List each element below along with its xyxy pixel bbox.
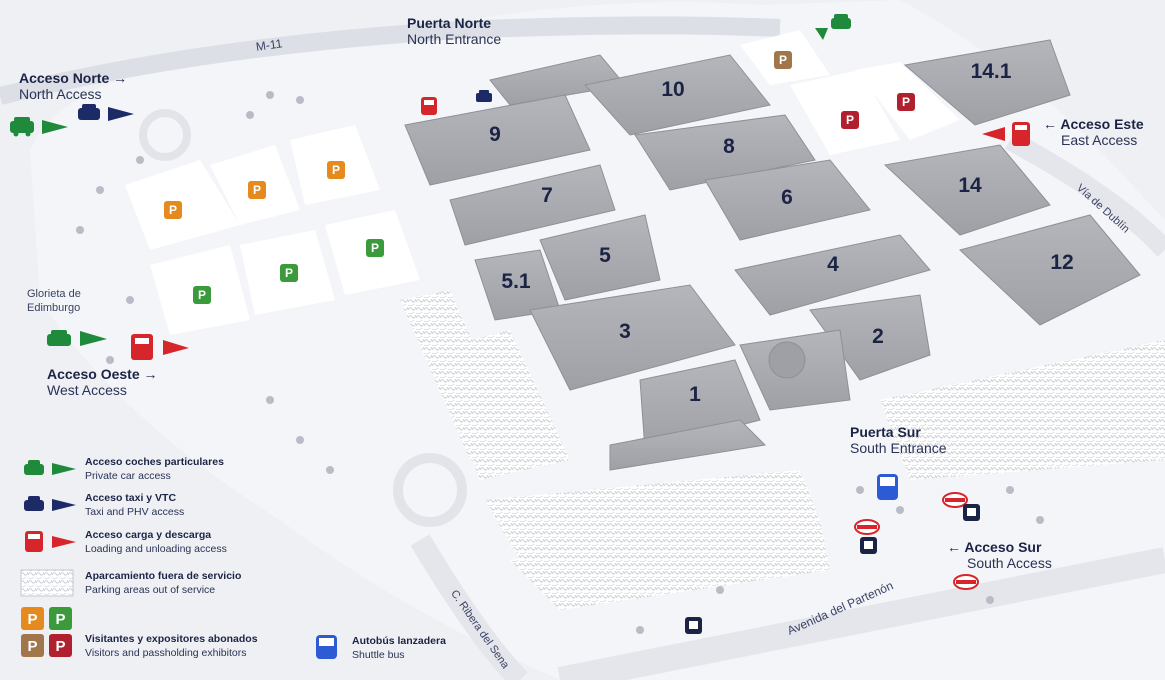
parking-sign-orange: P xyxy=(327,161,345,179)
arrow-right-icon: → xyxy=(143,366,158,382)
arrow-left-icon: ← xyxy=(1043,116,1057,132)
metro-icon xyxy=(953,574,979,590)
metro-icon xyxy=(942,492,968,508)
parking-sign-green: P xyxy=(280,264,298,282)
south-entrance-label: Puerta Sur South Entrance xyxy=(850,424,947,457)
south-access-label: ← Acceso Sur South Access xyxy=(947,539,1052,572)
hall-3-label: 3 xyxy=(619,320,631,343)
parking-sign-brown: P xyxy=(774,51,792,69)
parking-sign-red: P xyxy=(841,111,859,129)
road-parthenon xyxy=(557,547,1165,680)
buildings xyxy=(404,39,1141,471)
flag-red-icon xyxy=(163,340,189,355)
north-entrance-label: Puerta Norte North Entrance xyxy=(407,15,502,48)
rotunda xyxy=(768,341,806,379)
hall-9-label: 9 xyxy=(489,123,501,146)
taxi-icon xyxy=(24,496,76,511)
parking-sign-green: P xyxy=(193,286,211,304)
hatch-swatch-icon xyxy=(20,569,74,597)
hall-5-label: 5 xyxy=(599,244,611,267)
flag-green-icon xyxy=(815,28,828,40)
flag-navy-icon xyxy=(108,107,134,121)
metro-icon xyxy=(854,519,880,535)
taxi-icon xyxy=(476,90,492,102)
flag-green-icon xyxy=(80,331,107,346)
hall-2-label: 2 xyxy=(872,325,884,348)
car-icon xyxy=(831,14,851,29)
hall-6-label: 6 xyxy=(781,186,793,209)
hall-1-label: 1 xyxy=(689,383,701,406)
legend-pass-parking: P P P P Visitantes y expositores abonado… xyxy=(20,606,280,659)
bus-icon xyxy=(316,635,337,659)
east-access-label: ← Acceso Este East Access xyxy=(1043,116,1144,149)
flag-red-icon xyxy=(982,127,1005,141)
out-of-service-areas xyxy=(400,290,1165,610)
truck-icon xyxy=(1012,122,1030,146)
bus-stop-icon xyxy=(963,504,980,521)
taxi-icon xyxy=(78,104,100,120)
hall-12-label: 12 xyxy=(1050,251,1074,274)
trees xyxy=(76,91,1044,634)
hall-4-label: 4 xyxy=(827,253,839,276)
road-dublin xyxy=(1005,131,1165,257)
car-icon xyxy=(24,460,76,475)
car-icon xyxy=(10,117,34,137)
hall-14-label: 14 xyxy=(958,174,982,197)
parking-icon: P P P P xyxy=(21,607,72,657)
west-access-label: Acceso Oeste → West Access xyxy=(47,366,158,399)
truck-icon xyxy=(131,334,153,360)
roundabout-label: Glorieta de Edimburgo xyxy=(27,288,81,315)
truck-icon xyxy=(421,97,437,115)
svg-text:P: P xyxy=(27,611,37,628)
bus-icon xyxy=(877,474,898,500)
bus-stop-icon xyxy=(860,537,877,554)
svg-text:P: P xyxy=(55,611,65,628)
flag-green-icon xyxy=(42,120,68,134)
hall-14-1-label: 14.1 xyxy=(970,60,1012,83)
car-icon xyxy=(47,330,71,346)
svg-text:P: P xyxy=(27,638,37,655)
parking-sign-red: P xyxy=(897,93,915,111)
hall-10-label: 10 xyxy=(661,78,685,101)
hall-5-1-label: 5.1 xyxy=(501,270,531,293)
parking-sign-orange: P xyxy=(164,201,182,219)
truck-icon xyxy=(25,531,76,552)
arrow-left-icon: ← xyxy=(947,539,961,555)
north-access-label: Acceso Norte → North Access xyxy=(19,70,128,103)
hall-8-label: 8 xyxy=(723,135,735,158)
svg-text:P: P xyxy=(55,638,65,655)
highway-m11 xyxy=(0,16,781,105)
roundabout-south xyxy=(393,453,467,527)
parking-sign-green: P xyxy=(366,239,384,257)
road-sena xyxy=(410,534,528,680)
hall-7-label: 7 xyxy=(541,184,553,207)
arrow-right-icon: → xyxy=(113,70,128,86)
bus-stop-icon xyxy=(685,617,702,634)
parking-sign-orange: P xyxy=(248,181,266,199)
roundabout-edimburgo xyxy=(139,109,191,161)
